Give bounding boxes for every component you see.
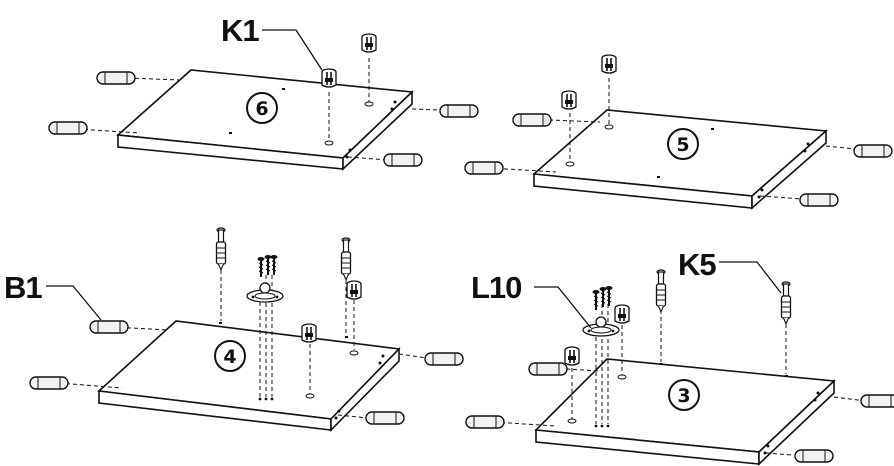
cam-lock-icon <box>346 280 362 300</box>
dowel-icon <box>439 104 479 118</box>
callout-k1-label: K1 <box>221 13 259 48</box>
panel-4-board <box>97 320 401 432</box>
dowel-icon <box>464 161 504 175</box>
cam-lock-icon <box>564 346 580 366</box>
dowel-icon <box>89 320 129 334</box>
cam-lock-icon <box>301 323 317 343</box>
callout-k5: K5 <box>678 247 782 294</box>
dowel-icon <box>365 411 405 425</box>
screw-icon <box>604 285 614 307</box>
cam-lock-icon <box>321 68 337 88</box>
dowel-icon <box>794 449 834 463</box>
panel-4-group: 4 <box>29 227 464 432</box>
dowel-icon <box>96 71 136 85</box>
panel-3-group: 3 <box>465 269 894 466</box>
panel-4-number-circle <box>214 340 246 372</box>
dowel-icon <box>48 121 88 135</box>
cam-lock-icon <box>614 304 630 324</box>
panel-3-board <box>534 358 836 466</box>
panel-3-number: 3 <box>677 385 690 407</box>
panel-6-number-circle <box>246 92 278 124</box>
panel-5-dashed-guides <box>489 78 857 200</box>
dowel-icon <box>383 153 423 167</box>
dowel-icon <box>465 415 505 429</box>
callout-k5-label: K5 <box>678 247 716 282</box>
cam-bolt-icon <box>655 269 667 313</box>
callout-k1: K1 <box>221 13 323 71</box>
cam-bolt-icon <box>215 227 227 271</box>
panel-3-number-circle <box>668 379 700 411</box>
panel-6-holes <box>229 88 397 159</box>
dowel-icon <box>424 352 464 366</box>
panel-5-number-circle <box>667 128 699 160</box>
callout-b1-label: B1 <box>4 270 42 305</box>
panel-5-holes <box>565 124 810 199</box>
dowel-icon <box>799 193 839 207</box>
dowel-icon <box>853 144 893 158</box>
panel-5-number: 5 <box>676 134 689 156</box>
dowel-icon <box>528 362 568 376</box>
cam-lock-icon <box>361 33 377 53</box>
panel-3-dashed-guides <box>493 304 867 456</box>
panel-6-number: 6 <box>255 98 268 120</box>
cam-bolt-icon <box>780 281 792 325</box>
callout-l10-label: L10 <box>471 270 521 305</box>
panel-5-group: 5 <box>464 54 893 210</box>
screw-icon <box>269 254 279 276</box>
cam-lock-icon <box>561 90 577 110</box>
dowel-icon <box>860 394 894 408</box>
panel-6-group: 6 <box>48 33 479 171</box>
dowel-icon <box>512 113 552 127</box>
panel-4-number: 4 <box>223 346 236 368</box>
callout-l10: L10 <box>471 270 592 329</box>
dowel-icon <box>29 376 69 390</box>
callout-b1: B1 <box>4 270 102 321</box>
screw-icon <box>598 286 608 308</box>
screw-icon <box>256 256 266 278</box>
screw-icon <box>263 254 273 276</box>
cam-lock-icon <box>601 54 617 74</box>
hanger-bracket-icon <box>582 316 620 337</box>
screw-icon <box>591 289 601 311</box>
cam-bolt-icon <box>340 237 352 281</box>
hanger-bracket-icon <box>246 282 284 303</box>
